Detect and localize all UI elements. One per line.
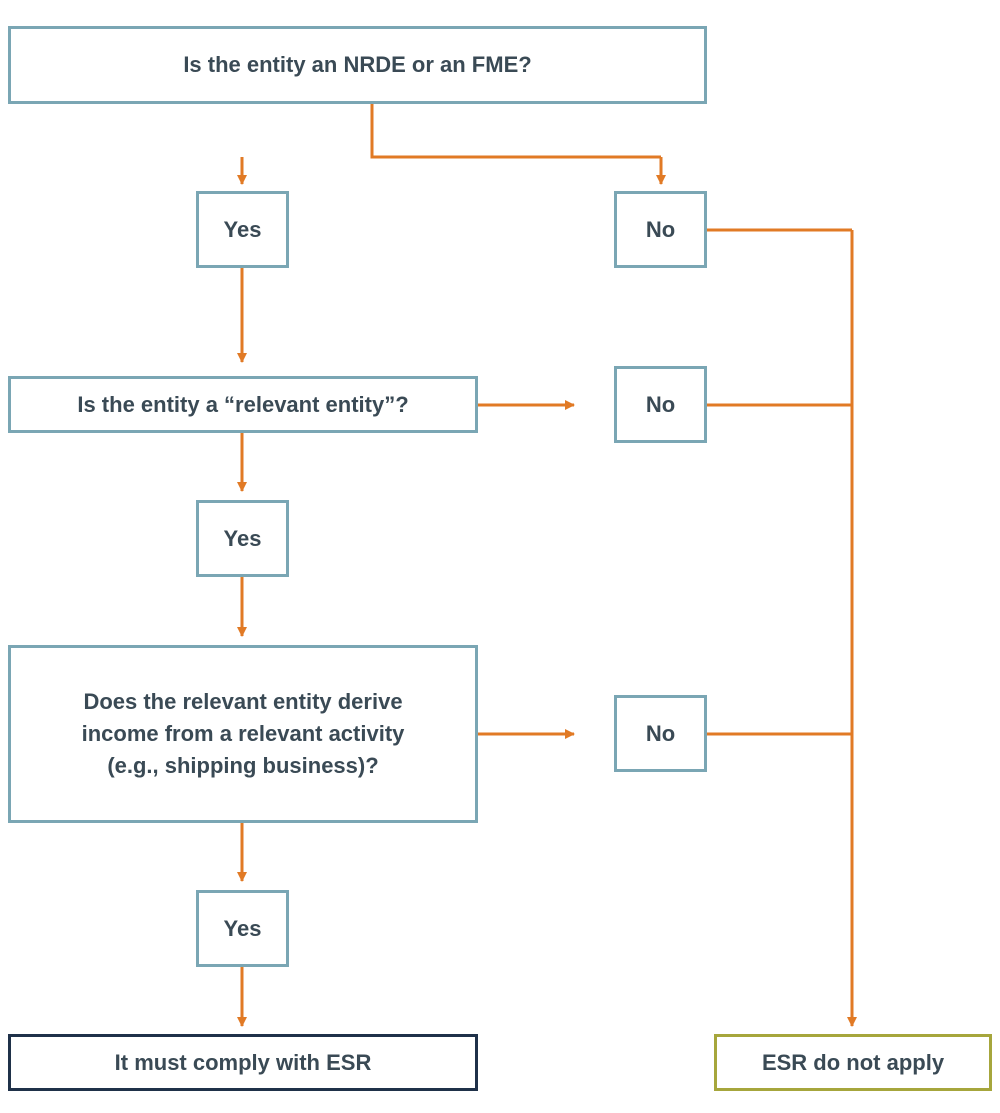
- answer-yes-1-box: Yes: [196, 191, 289, 268]
- answer-no-3-box: No: [614, 695, 707, 772]
- answer-no-3-text: No: [645, 720, 676, 746]
- outcome-must-comply-text: It must comply with ESR: [114, 1049, 372, 1075]
- answer-no-2-text: No: [645, 391, 676, 417]
- question-relevant-activity-line-3: (e.g., shipping business)?: [107, 753, 379, 778]
- question-nrde-fme-box: Is the entity an NRDE or an FME?: [8, 26, 707, 104]
- question-relevant-activity-line-2: income from a relevant activity: [81, 721, 405, 746]
- answer-no-1-text: No: [645, 216, 676, 242]
- answer-yes-3-text: Yes: [223, 915, 262, 941]
- outcome-do-not-apply-box: ESR do not apply: [714, 1034, 992, 1091]
- question-relevant-entity-text: Is the entity a “relevant entity”?: [77, 391, 409, 417]
- answer-yes-3-box: Yes: [196, 890, 289, 967]
- outcome-must-comply-box: It must comply with ESR: [8, 1034, 478, 1091]
- question-relevant-activity-box: Does the relevant entity derive income f…: [8, 645, 478, 823]
- question-nrde-fme-text: Is the entity an NRDE or an FME?: [183, 52, 532, 77]
- answer-yes-2-box: Yes: [196, 500, 289, 577]
- answer-yes-1-text: Yes: [223, 216, 262, 242]
- outcome-do-not-apply-text: ESR do not apply: [761, 1049, 945, 1075]
- connector-q1-split: [370, 104, 661, 159]
- answer-no-2-box: No: [614, 366, 707, 443]
- answer-yes-2-text: Yes: [223, 525, 262, 551]
- question-relevant-entity-box: Is the entity a “relevant entity”?: [8, 376, 478, 433]
- answer-no-1-box: No: [614, 191, 707, 268]
- question-relevant-activity-line-1: Does the relevant entity derive: [83, 689, 403, 714]
